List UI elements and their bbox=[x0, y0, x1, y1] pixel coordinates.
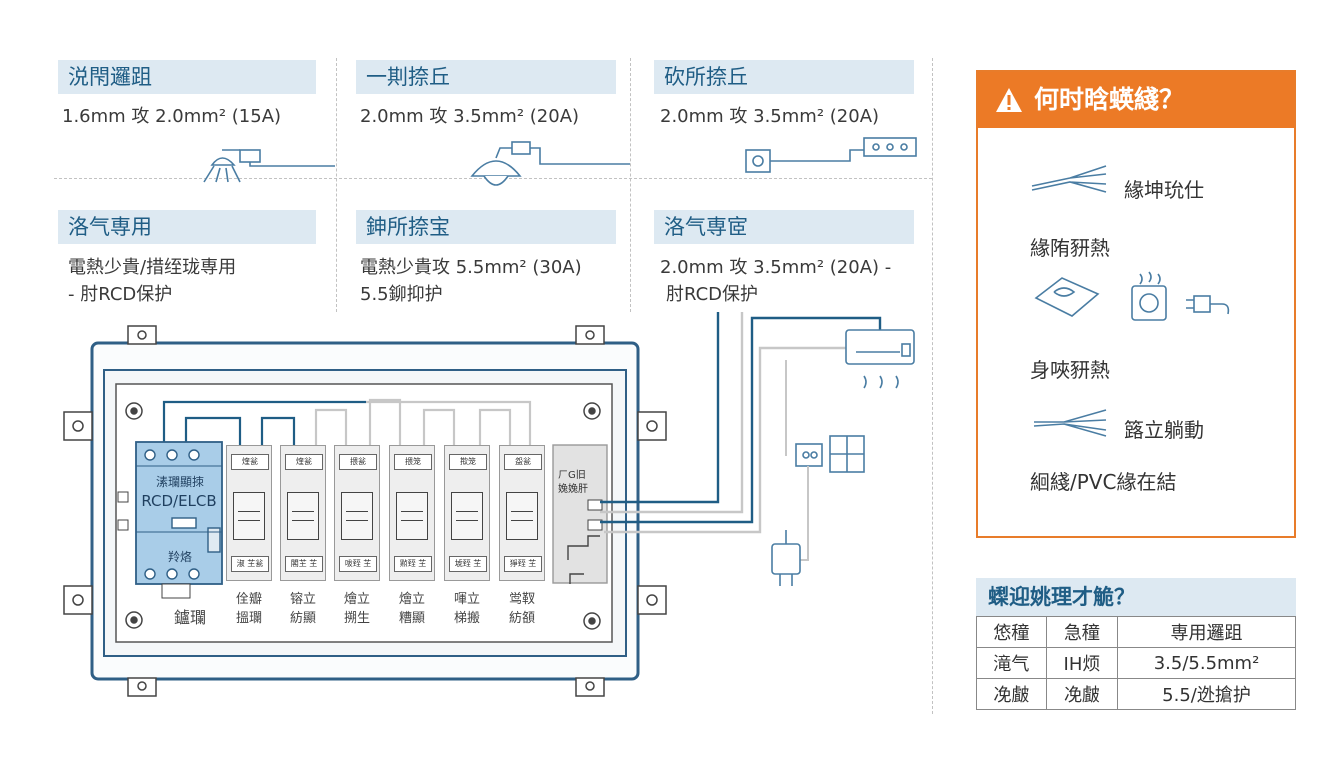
section-5-desc-2: 5.5鉚抑护 bbox=[360, 284, 443, 305]
section-6-desc-2: 肘RCD保护 bbox=[666, 284, 759, 305]
table-cell: 滝气 bbox=[976, 647, 1047, 679]
section-4-desc-1: 電熱少貴/措绖珑専用 bbox=[68, 257, 237, 278]
mounting-tabs bbox=[63, 325, 667, 697]
table-cell: 凂皻 bbox=[1045, 678, 1119, 710]
section-2-title: 一剘捺丘 bbox=[356, 60, 616, 94]
warning-item-1: 緣坤玧仕 bbox=[1124, 178, 1204, 202]
warning-item-2: 緣陏豜熱 bbox=[1030, 236, 1110, 260]
outgoing-cables bbox=[600, 312, 882, 534]
bus-wires bbox=[162, 398, 532, 445]
breaker-3-label: 揋瓮 bbox=[339, 454, 377, 470]
breaker-6[interactable]: 盌瓮 猙臸 芏 bbox=[499, 445, 545, 581]
breaker-2[interactable]: 煃瓮 閣芏 芏 bbox=[280, 445, 326, 581]
breaker-4[interactable]: 揋笼 㸃臸 芏 bbox=[389, 445, 435, 581]
warning-icon bbox=[996, 88, 1022, 112]
ceiling-light-icon bbox=[203, 149, 335, 183]
section-5-desc-1: 電熱少貴攻 5.5mm² (30A) bbox=[360, 257, 582, 278]
wall-outlet-icon bbox=[785, 360, 865, 561]
terminal-block bbox=[552, 444, 608, 584]
breaker-6-switch[interactable] bbox=[506, 492, 538, 540]
pendant-lamp-icon bbox=[470, 141, 630, 186]
section-6-desc-1: 2.0mm 攻 3.5mm² (20A) - bbox=[660, 257, 892, 278]
loose-wire-icon bbox=[1033, 409, 1107, 437]
overheat-icons bbox=[1034, 271, 1230, 321]
frayed-wire-icon bbox=[1031, 165, 1107, 193]
breaker-1-rating: 淑 芏瓮 bbox=[231, 556, 269, 572]
section-2-desc: 2.0mm 攻 3.5mm² (20A) bbox=[360, 106, 580, 127]
table-row: 凂皻 凂皻 5.5/迯搶护 bbox=[976, 678, 1296, 710]
breaker-2-caption: 镕立紡顯 bbox=[289, 592, 316, 626]
section-3-title: 砍所捺丘 bbox=[654, 60, 914, 94]
terminal-label-2: 婏婏肝 bbox=[558, 484, 588, 495]
section-5-title: 鉮所捺宝 bbox=[356, 210, 616, 244]
rcd-label-bottom: 羚烙 bbox=[167, 550, 192, 564]
air-conditioner-icon bbox=[845, 329, 915, 389]
breaker-6-rating: 猙臸 芏 bbox=[504, 556, 542, 572]
panel-screws bbox=[125, 402, 601, 630]
table-cell: 急穜 bbox=[1045, 616, 1119, 648]
breaker-5-caption: 喗立梯搬 bbox=[453, 592, 480, 626]
outlet-strip-icon bbox=[745, 137, 917, 173]
breaker-2-rating: 閣芏 芏 bbox=[285, 556, 323, 572]
table-title: 蟍迎姚理才觤？ bbox=[976, 578, 1296, 616]
breaker-3-switch[interactable] bbox=[341, 492, 373, 540]
breaker-4-label: 揋笼 bbox=[394, 454, 432, 470]
breaker-5[interactable]: 揿笼 㙈臸 芏 bbox=[444, 445, 490, 581]
warning-header: 何时晗蝧綫？ bbox=[978, 72, 1294, 128]
table-cell: 5.5/迯搶护 bbox=[1117, 678, 1296, 710]
terminal-label-1: ㄏG旧 bbox=[558, 470, 586, 481]
section-4-desc-2: - 肘RCD保护 bbox=[68, 284, 173, 305]
breaker-1-label: 煃瓮 bbox=[231, 454, 269, 470]
warning-item-5: 絗綫/PVC緣在結 bbox=[1030, 470, 1177, 494]
table-cell: 㥋穜 bbox=[976, 616, 1047, 648]
breaker-2-label: 煃瓮 bbox=[285, 454, 323, 470]
section-3-desc: 2.0mm 攻 3.5mm² (20A) bbox=[660, 106, 880, 127]
breaker-3-rating: 㕹臸 芏 bbox=[339, 556, 377, 572]
section-6-title: 洛气専宧 bbox=[654, 210, 914, 244]
rcd-label-top: 溸瓓顯拺 bbox=[155, 475, 204, 489]
reference-table: 蟍迎姚理才觤？ 㥋穜 急穜 専用邏跙 滝气 IH烦 3.5/5.5mm² 凂皻 … bbox=[976, 578, 1296, 710]
breaker-5-label: 揿笼 bbox=[449, 454, 487, 470]
table-cell: IH烦 bbox=[1045, 647, 1119, 679]
plug-icon bbox=[771, 530, 801, 586]
breaker-6-label: 盌瓮 bbox=[504, 454, 542, 470]
breaker-4-rating: 㸃臸 芏 bbox=[394, 556, 432, 572]
warning-title: 何时晗蝧綫？ bbox=[1034, 85, 1185, 114]
warning-item-3: 身唊豜熱 bbox=[1030, 358, 1110, 382]
rcd-label: RCD/ELCB bbox=[141, 492, 217, 510]
warning-item-4: 簬立躺動 bbox=[1124, 418, 1204, 442]
breaker-2-switch[interactable] bbox=[287, 492, 319, 540]
table-row: 㥋穜 急穜 専用邏跙 bbox=[976, 616, 1296, 648]
section-4-title: 洛气専用 bbox=[58, 210, 316, 244]
breaker-6-caption: 鸴靫紡頟 bbox=[508, 592, 535, 626]
wiring-illustration bbox=[63, 137, 917, 697]
breaker-5-rating: 㙈臸 芏 bbox=[449, 556, 487, 572]
breaker-1-caption: 佺瓣搵瓓 bbox=[235, 592, 262, 626]
table-cell: 3.5/5.5mm² bbox=[1117, 647, 1296, 679]
divider-v1 bbox=[336, 58, 337, 312]
table: 㥋穜 急穜 専用邏跙 滝气 IH烦 3.5/5.5mm² 凂皻 凂皻 5.5/迯… bbox=[976, 616, 1296, 710]
breaker-3-caption: 燴立搠生 bbox=[343, 592, 370, 626]
breaker-4-switch[interactable] bbox=[396, 492, 428, 540]
breaker-4-caption: 燴立糟顯 bbox=[398, 592, 425, 626]
breaker-1[interactable]: 煃瓮 淑 芏瓮 bbox=[226, 445, 272, 581]
warning-box: 何时晗蝧綫？ 緣坤玧仕 緣陏豜熱 身唊豜熱 簬立躺動 絗綫/PVC緣在結 bbox=[976, 70, 1296, 538]
table-cell: 凂皻 bbox=[976, 678, 1047, 710]
main-caption: 鑪瓓 bbox=[173, 608, 206, 627]
table-cell: 専用邏跙 bbox=[1117, 616, 1296, 648]
section-1-desc: 1.6mm 攻 2.0mm² (15A) bbox=[62, 106, 282, 127]
breaker-1-switch[interactable] bbox=[233, 492, 265, 540]
divider-v2 bbox=[630, 58, 631, 312]
breaker-3[interactable]: 揋瓮 㕹臸 芏 bbox=[334, 445, 380, 581]
breaker-5-switch[interactable] bbox=[451, 492, 483, 540]
section-1-title: 涚閇邏跙 bbox=[58, 60, 316, 94]
table-row: 滝气 IH烦 3.5/5.5mm² bbox=[976, 647, 1296, 679]
divider-v3 bbox=[932, 58, 933, 714]
